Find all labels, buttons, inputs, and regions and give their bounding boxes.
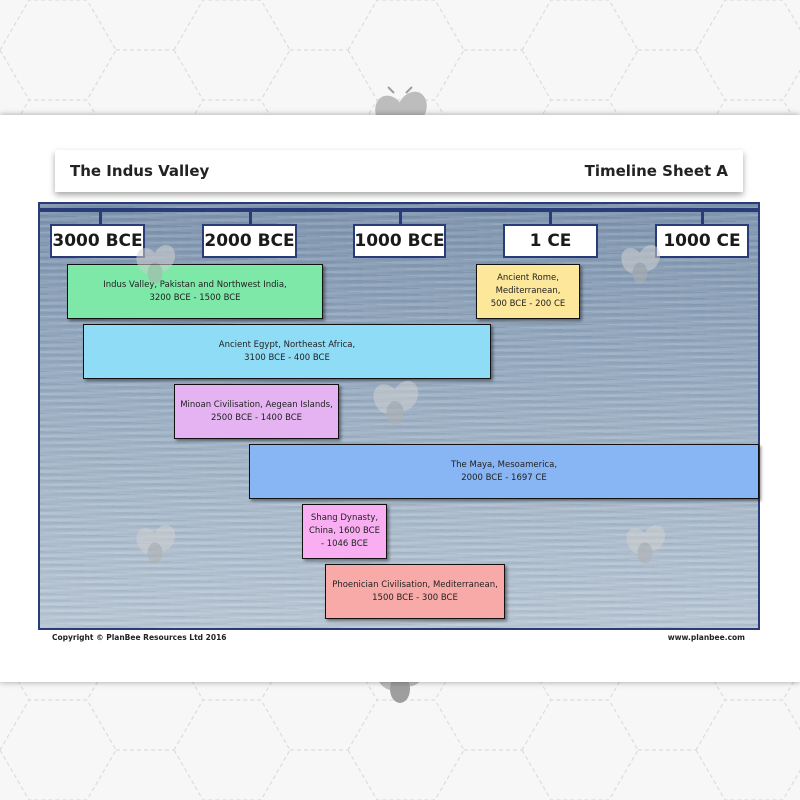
civ-dates: 2000 BCE - 1697 CE <box>461 472 547 483</box>
header-bar <box>55 150 743 192</box>
bee-watermark-icon <box>373 380 419 426</box>
civ-name: Indus Valley, Pakistan and Northwest Ind… <box>103 279 287 290</box>
website-link[interactable]: www.planbee.com <box>667 633 745 642</box>
bee-watermark-icon <box>626 524 666 564</box>
civ-card-ancient-rome: Ancient Rome, Mediterranean, 500 BCE - 200… <box>476 264 580 319</box>
tick-label-2000-bce: 2000 BCE <box>202 224 297 258</box>
civ-card-maya: The Maya, Mesoamerica, 2000 BCE - 1697 CE <box>249 444 759 499</box>
bee-watermark-icon <box>136 524 176 564</box>
civ-card-minoan: Minoan Civilisation, Aegean Islands, 2500… <box>174 384 339 439</box>
tick-stem <box>549 210 552 224</box>
bee-watermark-icon <box>621 244 661 284</box>
civ-region: Mediterranean, <box>495 286 561 296</box>
civ-name: The Maya, Mesoamerica, <box>450 459 558 470</box>
tick-label-1000-bce: 1000 BCE <box>353 224 446 258</box>
tick-stem <box>701 210 704 224</box>
civ-card-phoenician: Phoenician Civilisation, Mediterranean, 1… <box>325 564 505 619</box>
page-title: The Indus Valley <box>70 162 210 180</box>
sheet-label: Timeline Sheet A <box>584 162 728 180</box>
civ-dates: 1500 BCE - 300 BCE <box>372 592 458 603</box>
civ-dates: 500 BCE - 200 CE <box>490 299 566 309</box>
tick-label-1-ce: 1 CE <box>503 224 598 258</box>
civ-dates: 2500 BCE - 1400 BCE <box>210 412 303 423</box>
tick-stem <box>99 210 102 224</box>
civ-name: Shang Dynasty, <box>310 513 379 523</box>
tick-stem <box>249 210 252 224</box>
civ-dates: 3200 BCE - 1500 BCE <box>149 292 241 303</box>
civ-name: Ancient Egypt, Northeast Africa, <box>218 339 356 350</box>
civ-card-ancient-egypt: Ancient Egypt, Northeast Africa, 3100 BCE… <box>83 324 491 379</box>
tick-label-3000-bce: 3000 BCE <box>50 224 145 258</box>
civ-card-shang: Shang Dynasty, China, 1600 BCE - 1046 BCE <box>302 504 387 559</box>
civ-dates: 3100 BCE - 400 BCE <box>244 352 330 363</box>
civ-name: Ancient Rome, <box>497 273 559 283</box>
tick-label-1000-ce: 1000 CE <box>655 224 749 258</box>
civ-dates: - 1046 BCE <box>320 539 369 549</box>
civ-card-indus-valley: Indus Valley, Pakistan and Northwest Ind… <box>67 264 323 319</box>
civ-name: Phoenician Civilisation, Mediterranean, <box>332 579 498 590</box>
copyright-text: Copyright © PlanBee Resources Ltd 2016 <box>52 633 227 642</box>
tick-stem <box>399 210 402 224</box>
civ-name: Minoan Civilisation, Aegean Islands, <box>180 399 333 410</box>
bee-watermark-icon <box>136 244 176 284</box>
civ-region: China, 1600 BCE <box>308 526 380 536</box>
